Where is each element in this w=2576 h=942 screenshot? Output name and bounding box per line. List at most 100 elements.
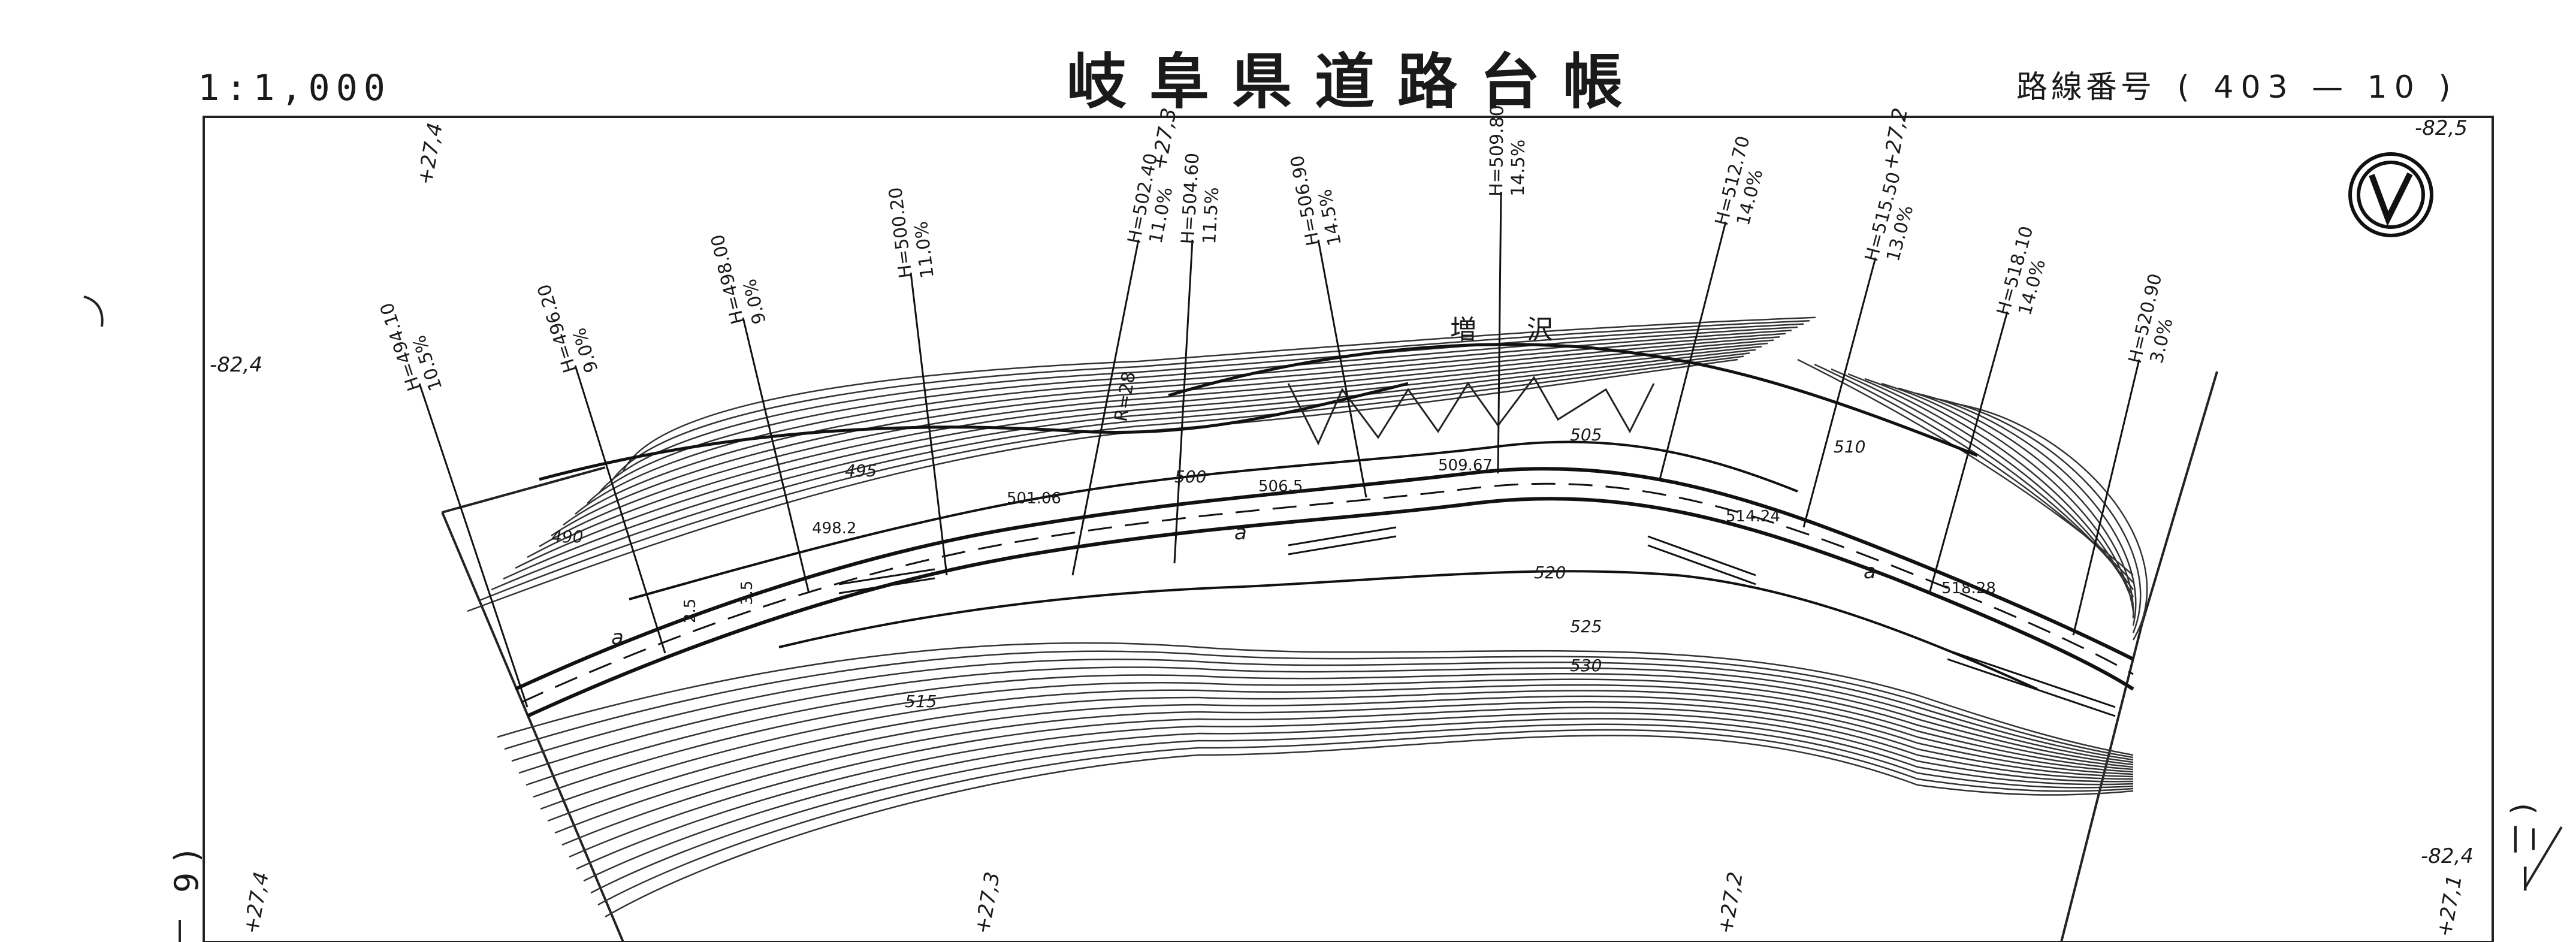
contour-line	[551, 336, 1780, 537]
survey-elevation-label: H=509.80	[1486, 105, 1508, 197]
stream-line	[1168, 343, 1978, 457]
contour-label: 500	[1174, 467, 1206, 487]
contour-label: 530	[1570, 656, 1602, 675]
contour-line	[597, 729, 2134, 906]
road-symbol-1: a	[611, 626, 624, 650]
contour-line	[605, 735, 2134, 918]
edge-label-bottom-far-right-2: +27,1	[2432, 873, 2466, 939]
contour-line	[1847, 373, 2134, 597]
contour-line	[554, 695, 2134, 834]
contour-label: 495	[845, 461, 877, 481]
contour-label: 490	[551, 527, 583, 547]
contour-line	[515, 346, 1762, 569]
contour-label: 505	[1570, 425, 1602, 445]
contour-line	[587, 326, 1798, 504]
survey-section-line	[1071, 239, 1140, 576]
survey-elevation-label: H=496.20	[534, 282, 581, 375]
contour-line	[539, 339, 1774, 548]
contour-label: 520	[1534, 563, 1566, 582]
survey-section-line	[1659, 221, 1727, 480]
contour-line	[1814, 363, 2134, 583]
survey-section-line	[2072, 359, 2140, 636]
edge-label-top-far-right: -82,5	[2415, 116, 2468, 140]
page-title: 岐阜県道路台帳	[1067, 47, 1645, 117]
edge-label-bottom-far-right-1: -82,4	[2421, 844, 2474, 868]
left-sheet-mark: 9 )	[168, 849, 206, 893]
width-label-2: 3.5	[738, 581, 756, 605]
edge-labels: +27,4 +27,3 +27,2 -82,5 -82,4 +27,4 +27,…	[210, 106, 2474, 939]
sheet-cut-lines	[441, 371, 2218, 942]
contour-line	[511, 659, 2134, 762]
survey-section-line	[1928, 311, 2009, 594]
route-number-label: 路線番号	[2016, 70, 2156, 105]
contour-line	[569, 707, 2134, 858]
sheet-marks	[83, 295, 2563, 942]
contour-line	[583, 718, 2134, 882]
spot-elevation: 509.67	[1438, 457, 1493, 475]
contour-line	[1864, 378, 2134, 605]
contour-labels: 490 495 500 505 510 515 520 525 530	[551, 425, 1865, 711]
road-centerline	[521, 482, 2134, 704]
contour-line	[1898, 387, 2134, 619]
spot-elevation: 501.06	[1007, 490, 1061, 508]
survey-section-line	[574, 365, 666, 654]
right-sheet-mark: ( 二 ー	[2506, 803, 2541, 893]
contour-line	[540, 684, 2134, 810]
road-edge-upper	[514, 467, 2134, 691]
contour-label: 510	[1834, 437, 1865, 457]
contour-line	[1931, 397, 2142, 633]
contour-line	[547, 690, 2134, 822]
contour-line	[479, 355, 1744, 602]
north-arrow-icon	[2348, 152, 2433, 237]
contour-line	[491, 352, 1750, 591]
contour-label: 525	[1570, 617, 1602, 636]
contour-line	[533, 678, 2134, 798]
contour-line	[576, 712, 2134, 870]
survey-elevation-label: H=498.00	[707, 233, 749, 327]
survey-section-line	[1497, 191, 1502, 474]
survey-section-line	[1802, 257, 1877, 528]
contour-line	[610, 319, 1810, 482]
contour-line	[1948, 401, 2148, 641]
route-number-value: ( 403 — 10 )	[2177, 70, 2458, 105]
survey-elevation-label: H=504.60	[1177, 152, 1203, 244]
survey-section-line	[1173, 239, 1194, 564]
edge-label-left-upper: -82,4	[210, 353, 262, 377]
scale-label: 1:1,000	[198, 67, 391, 109]
road-symbol-2: a	[1234, 521, 1247, 545]
spot-elevation: 514.24	[1726, 508, 1780, 526]
survey-section-line	[742, 317, 810, 594]
route-number: 路線番号 ( 403 — 10 )	[2016, 62, 2458, 107]
contour-line	[503, 349, 1756, 580]
contour-label: 515	[905, 692, 937, 711]
survey-section-line	[910, 272, 948, 576]
contour-line	[1881, 382, 2134, 612]
survey-section-line	[1317, 239, 1367, 498]
contour-line	[1914, 392, 2137, 626]
edge-label-bottom-right: +27,2	[1713, 870, 1747, 936]
road-symbol-3: a	[1864, 560, 1876, 584]
contour-line	[527, 342, 1768, 558]
contour-line	[563, 333, 1786, 526]
contour-line	[561, 701, 2134, 846]
place-name: 増 沢	[1450, 315, 1565, 345]
contour-line	[575, 330, 1792, 515]
road-alignment	[514, 343, 2134, 718]
survey-grade-label: 14.5%	[1508, 139, 1529, 197]
survey-grade-label: 11.5%	[1199, 186, 1223, 244]
edge-label-top-left: +27,4	[413, 121, 447, 187]
survey-section-line	[418, 383, 529, 708]
spot-elevation: 506.5	[1258, 478, 1303, 496]
structures	[1287, 376, 1655, 446]
contour-line	[1831, 368, 2134, 590]
contour-line	[590, 723, 2134, 894]
contour-line	[599, 323, 1804, 493]
contour-line	[526, 673, 2134, 786]
contour-line	[622, 316, 1816, 472]
edge-label-bottom-mid: +27,3	[970, 870, 1004, 936]
upper-road	[539, 382, 1409, 481]
spot-elevation: 498.2	[812, 520, 856, 538]
